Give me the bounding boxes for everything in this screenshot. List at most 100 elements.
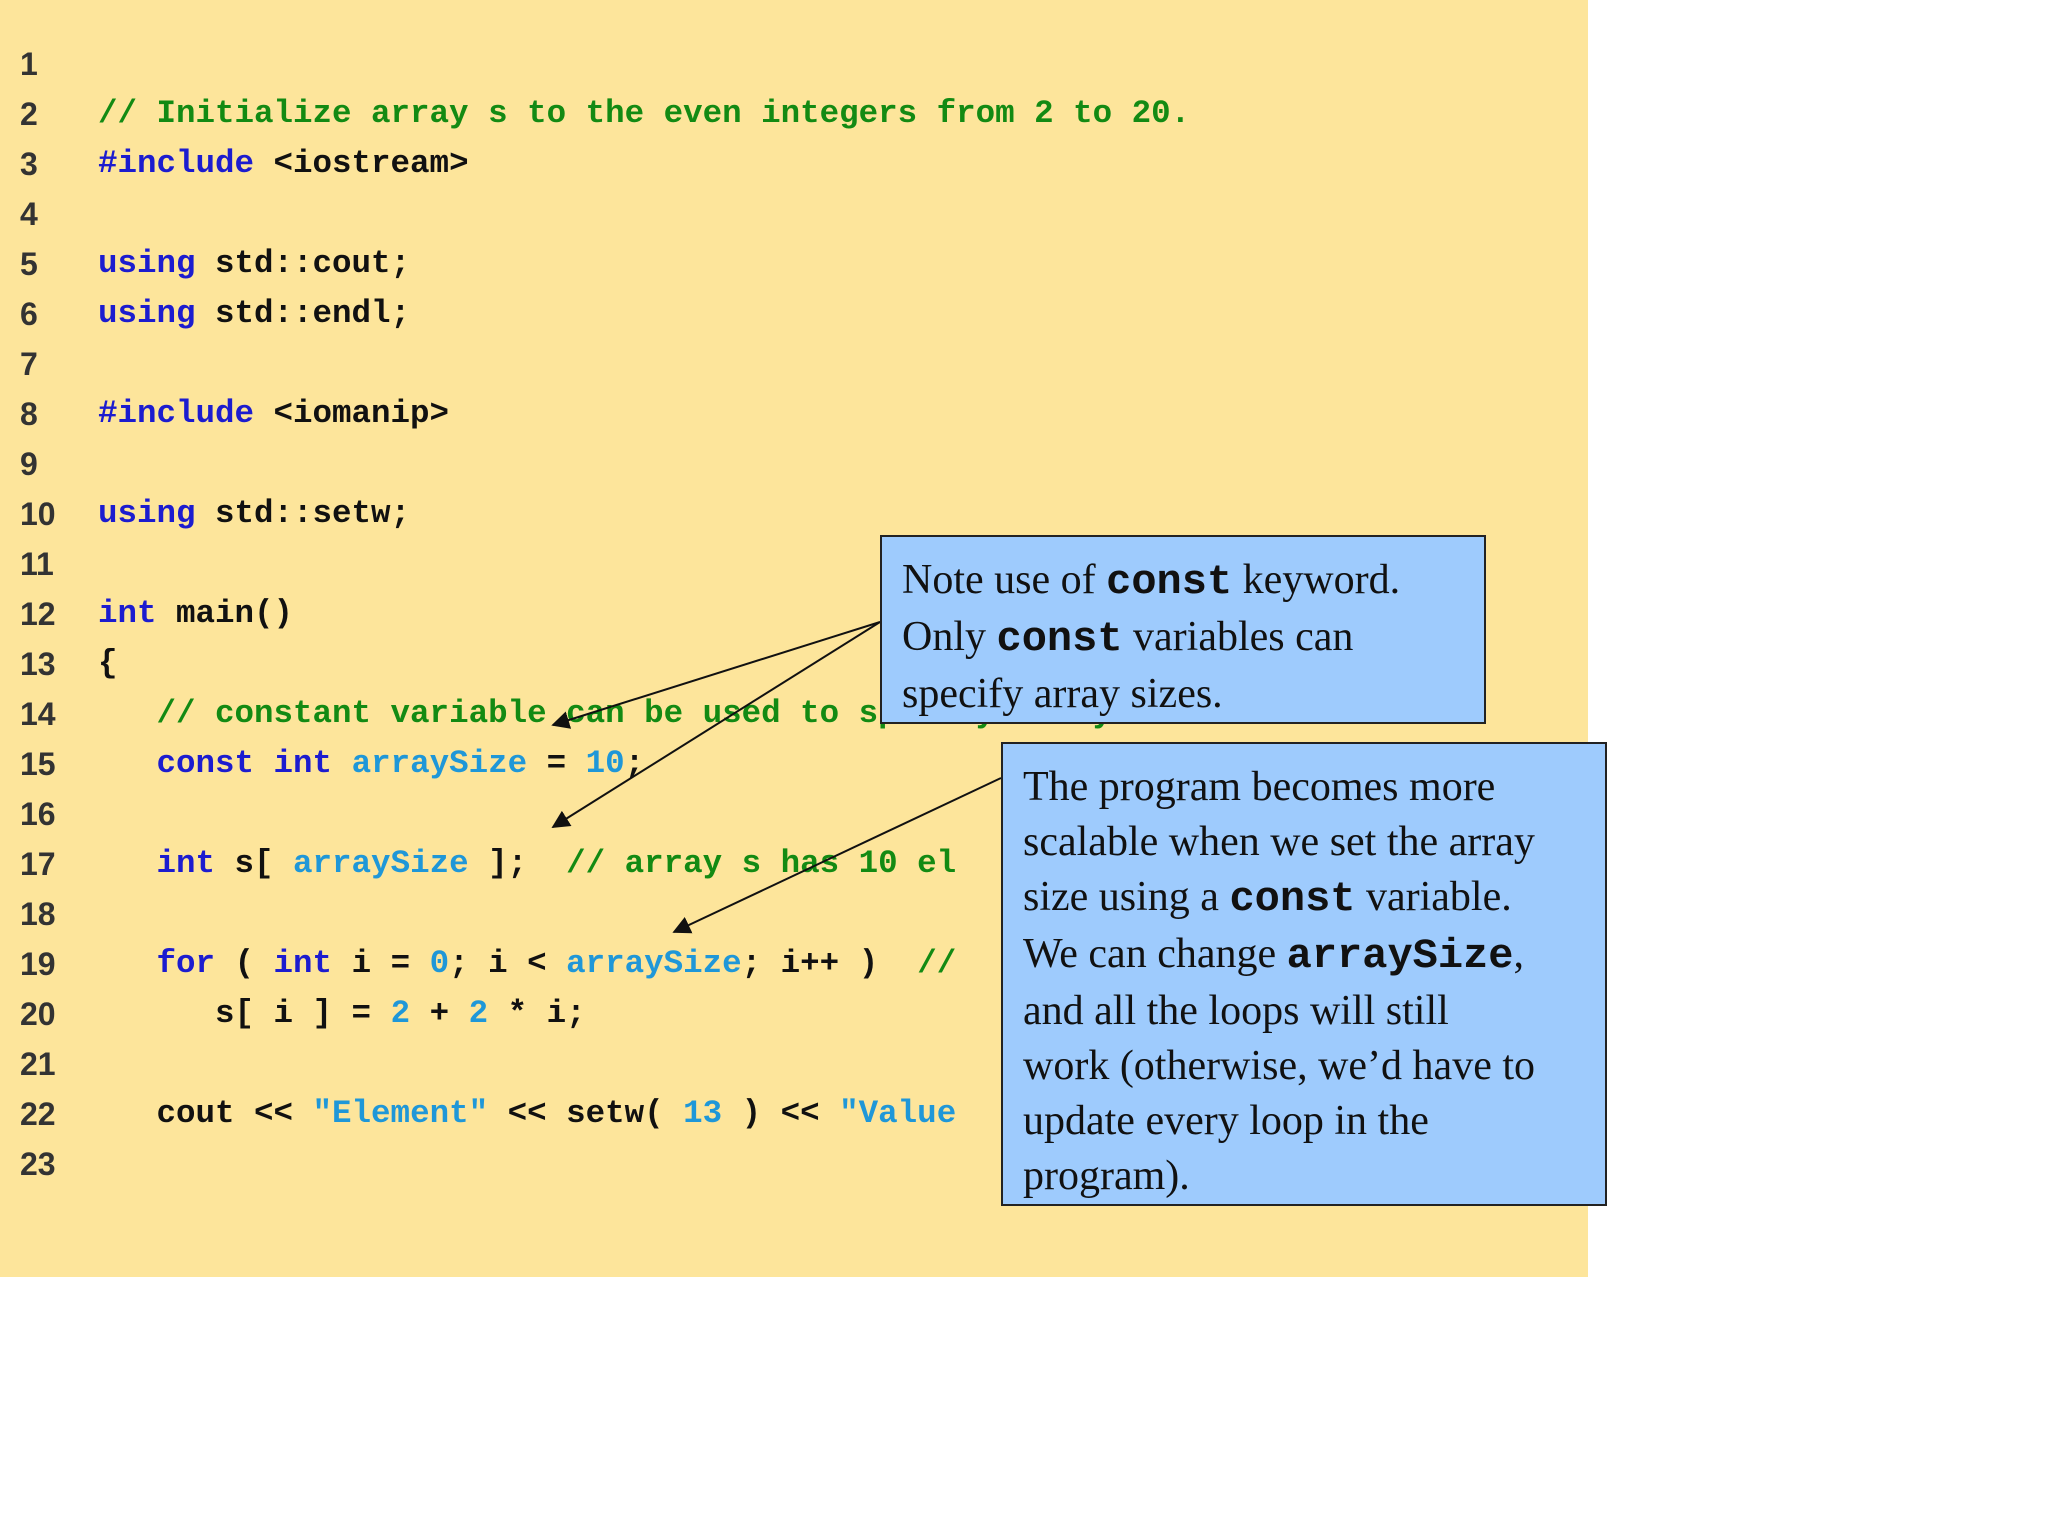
code-token-plain: + (410, 995, 469, 1032)
code-token-plain: ]; (468, 845, 567, 882)
code-token-number: 13 (683, 1095, 723, 1132)
line-number: 9 (20, 446, 38, 482)
callout-text: work (otherwise, we’d have to (1023, 1043, 1535, 1089)
code-token-plain: <iomanip> (254, 395, 450, 432)
code-token-keyword: int (273, 945, 333, 982)
callout-text: Only (902, 614, 997, 660)
code-token-keyword: #include (98, 145, 255, 182)
line-number: 17 (20, 846, 56, 882)
line-number: 14 (20, 696, 56, 732)
code-token-keyword: int (156, 845, 216, 882)
code-token-keyword: int (98, 595, 157, 632)
code-token-plain: * i; (488, 995, 586, 1032)
line-number: 4 (20, 196, 38, 232)
callout-text: variables can (1122, 614, 1354, 660)
callout-scalability: The program becomes more scalable when we… (1001, 742, 1607, 1206)
code-token-keyword: using (98, 245, 196, 282)
code-token-number: 0 (429, 945, 450, 982)
callout-const-keyword: Note use of const keyword.Only const var… (880, 535, 1486, 724)
callout-code-term: const (1229, 875, 1356, 923)
code-token-plain: main() (156, 595, 294, 632)
code-token-plain: std::setw; (195, 495, 411, 532)
code-token-comment: // Initialize array s to the even intege… (98, 95, 1191, 132)
line-number: 7 (20, 346, 38, 382)
callout-text: , (1513, 931, 1524, 977)
code-token-keyword: for (156, 945, 216, 982)
code-token-comment: // array s has 10 el (566, 845, 957, 882)
line-number: 11 (20, 546, 54, 582)
code-token-keyword: #include (98, 395, 255, 432)
callout-line: update every loop in the (1023, 1094, 1587, 1149)
callout-text: program). (1023, 1153, 1190, 1199)
code-text: { (98, 639, 118, 689)
code-token-plain: <iostream> (254, 145, 469, 182)
callout-code-term: const (996, 615, 1123, 663)
callout-line: program). (1023, 1149, 1587, 1204)
line-number: 15 (20, 746, 56, 782)
code-text: int s[ arraySize ]; // array s has 10 el (98, 839, 957, 889)
callout-line: work (otherwise, we’d have to (1023, 1039, 1587, 1094)
code-token-number: 2 (390, 995, 411, 1032)
code-token-ident: arraySize (566, 945, 742, 982)
code-text: cout << "Element" << setw( 13 ) << "Valu… (98, 1089, 957, 1139)
callout-line: and all the loops will still (1023, 984, 1587, 1039)
arrow-const-declaration (551, 621, 881, 729)
callout-line: Note use of const keyword. (902, 553, 1466, 610)
code-token-plain: s[ (215, 845, 294, 882)
code-text: using std::cout; (98, 239, 410, 289)
code-token-plain: = (527, 745, 586, 782)
code-text: using std::setw; (98, 489, 410, 539)
code-token-plain: std::cout; (195, 245, 411, 282)
line-number: 2 (20, 96, 38, 132)
callout-line: The program becomes more (1023, 760, 1587, 815)
code-text: #include <iomanip> (98, 389, 449, 439)
code-token-plain: ) << (722, 1095, 840, 1132)
code-text: for ( int i = 0; i < arraySize; i++ ) // (98, 939, 957, 989)
line-number: 23 (20, 1146, 56, 1182)
line-number: 5 (20, 246, 38, 282)
code-token-number: 10 (585, 745, 625, 782)
line-number: 21 (20, 1046, 56, 1082)
code-token-keyword: using (98, 495, 196, 532)
code-text: #include <iostream> (98, 139, 469, 189)
callout-line: We can change arraySize, (1023, 927, 1587, 984)
line-number: 6 (20, 296, 38, 332)
callout-text: We can change (1023, 931, 1287, 977)
line-number: 8 (20, 396, 38, 432)
line-number: 10 (20, 496, 56, 532)
callout-text: Note use of (902, 557, 1107, 603)
code-token-keyword: using (98, 295, 196, 332)
code-token-plain: ( (215, 945, 274, 982)
callout-code-term: const (1106, 558, 1233, 606)
line-number: 1 (20, 46, 38, 82)
code-text: int main() (98, 589, 293, 639)
line-number: 12 (20, 596, 56, 632)
code-token-plain: ; i < (449, 945, 567, 982)
code-token-plain: { (98, 645, 118, 682)
code-token-plain: ; i++ ) (741, 945, 918, 982)
callout-text: specify array sizes. (902, 671, 1223, 717)
code-token-plain: i = (332, 945, 430, 982)
callout-text: scalable when we set the array (1023, 819, 1535, 865)
code-text: using std::endl; (98, 289, 410, 339)
code-token-comment: // (917, 945, 957, 982)
code-token-ident: arraySize (293, 845, 469, 882)
callout-text: size using a (1023, 874, 1230, 920)
code-token-ident: arraySize (351, 745, 528, 782)
callout-text: and all the loops will still (1023, 988, 1449, 1034)
line-number: 19 (20, 946, 56, 982)
callout-text: The program becomes more (1023, 764, 1496, 810)
line-number: 13 (20, 646, 56, 682)
code-token-number: 2 (468, 995, 489, 1032)
callout-code-term: arraySize (1286, 932, 1514, 980)
arrow-for-loop (672, 777, 1002, 934)
callout-text: keyword. (1232, 557, 1401, 603)
callout-text: variable. (1355, 874, 1512, 920)
code-token-plain: s[ i ] = (98, 995, 391, 1032)
callout-text: update every loop in the (1023, 1098, 1429, 1144)
line-number: 18 (20, 896, 56, 932)
line-number: 3 (20, 146, 38, 182)
arrow-array-declaration (551, 621, 881, 828)
code-token-string: "Element" (312, 1095, 489, 1132)
